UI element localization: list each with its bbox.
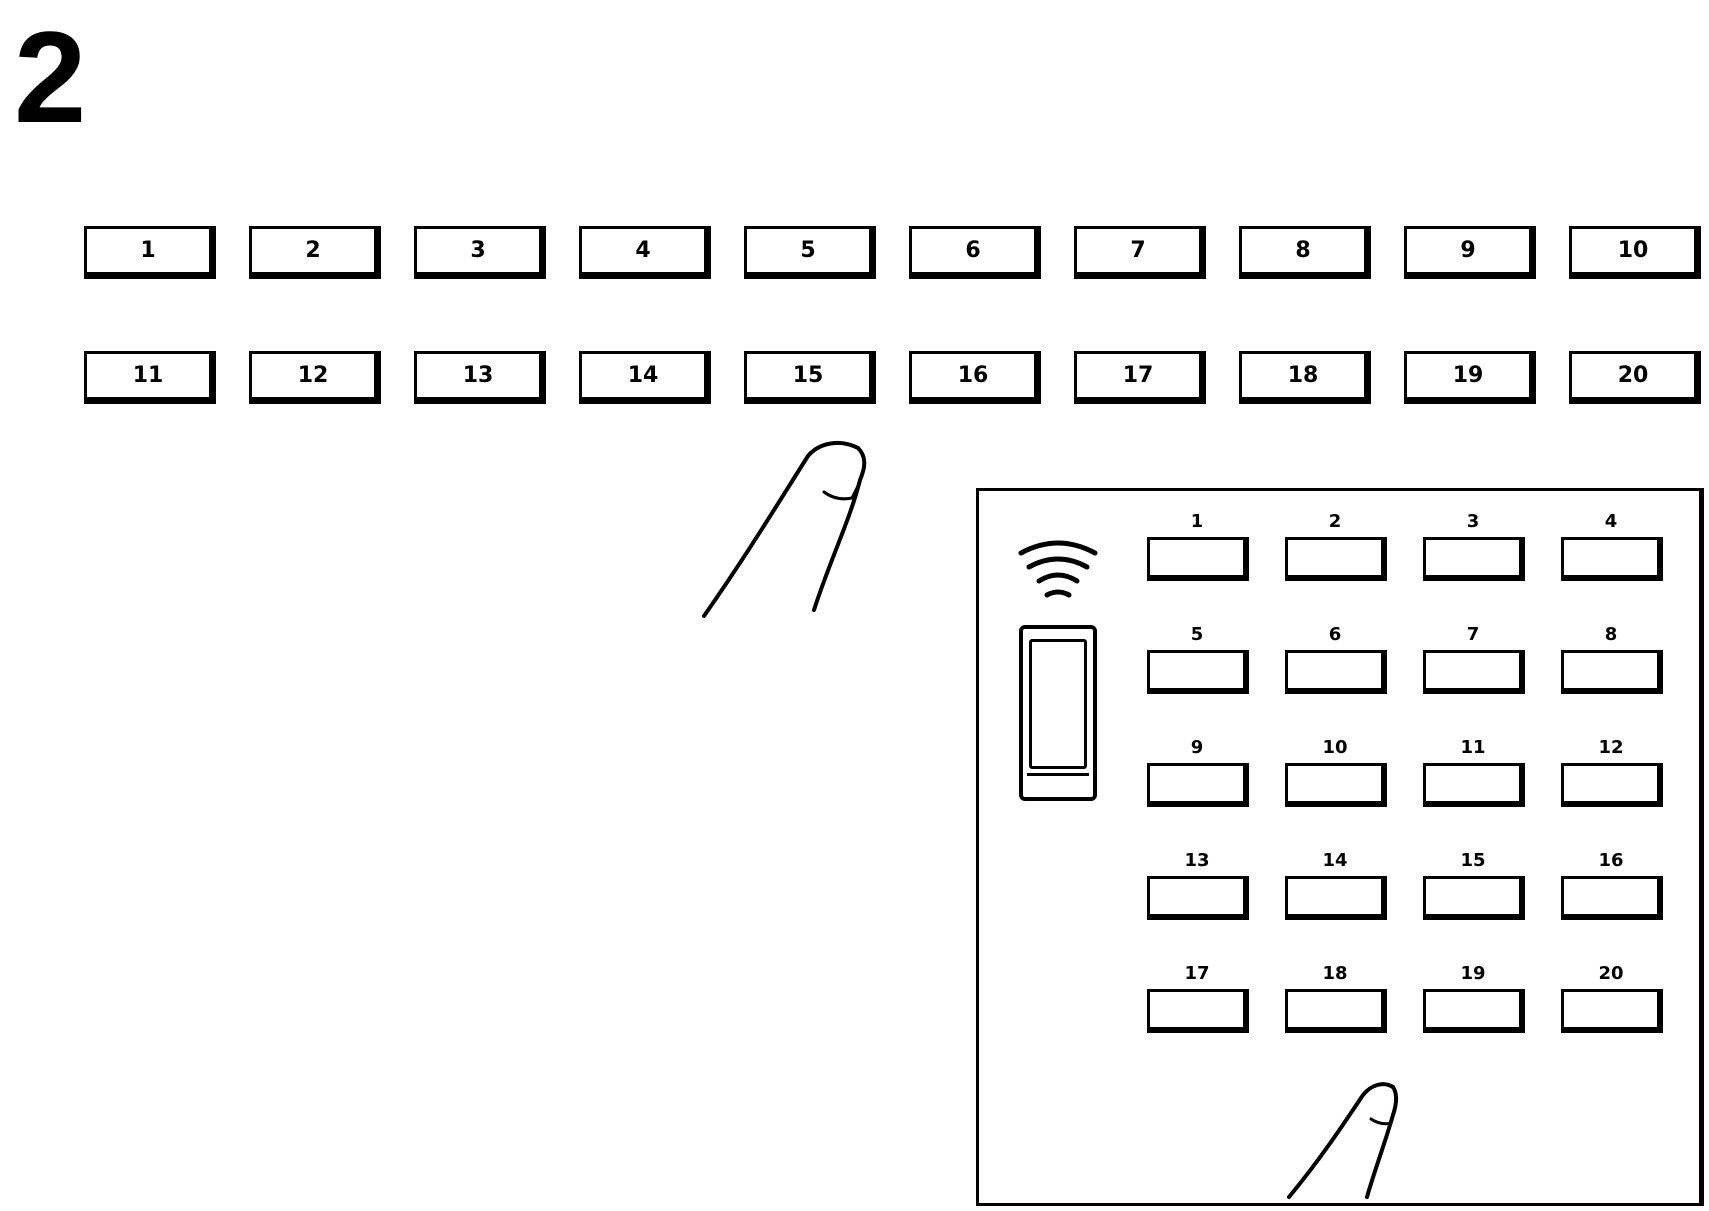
strip-button-13[interactable]: 13 xyxy=(414,351,546,404)
remote-key-5[interactable] xyxy=(1147,650,1249,694)
remote-key-label: 16 xyxy=(1561,850,1661,871)
remote-key-20[interactable] xyxy=(1561,989,1663,1033)
strip-button-2[interactable]: 2 xyxy=(249,226,381,279)
remote-key-label: 13 xyxy=(1147,850,1247,871)
remote-key-label: 6 xyxy=(1285,624,1385,645)
remote-key-label: 12 xyxy=(1561,737,1661,758)
remote-key-label: 19 xyxy=(1423,963,1523,984)
remote-key-label: 14 xyxy=(1285,850,1385,871)
strip-button-9[interactable]: 9 xyxy=(1404,226,1536,279)
remote-key-13[interactable] xyxy=(1147,876,1249,920)
remote-key-1[interactable] xyxy=(1147,537,1249,581)
strip-button-6[interactable]: 6 xyxy=(909,226,1041,279)
remote-key-2[interactable] xyxy=(1285,537,1387,581)
strip-button-11[interactable]: 11 xyxy=(84,351,216,404)
strip-button-4[interactable]: 4 xyxy=(579,226,711,279)
remote-key-7[interactable] xyxy=(1423,650,1525,694)
remote-key-14[interactable] xyxy=(1285,876,1387,920)
remote-key-label: 18 xyxy=(1285,963,1385,984)
remote-key-10[interactable] xyxy=(1285,763,1387,807)
strip-button-16[interactable]: 16 xyxy=(909,351,1041,404)
step-number: 2 xyxy=(14,12,84,142)
remote-key-18[interactable] xyxy=(1285,989,1387,1033)
signal-waves-icon xyxy=(1017,537,1099,607)
remote-key-11[interactable] xyxy=(1423,763,1525,807)
remote-key-label: 5 xyxy=(1147,624,1247,645)
strip-button-20[interactable]: 20 xyxy=(1569,351,1701,404)
strip-button-14[interactable]: 14 xyxy=(579,351,711,404)
remote-key-label: 17 xyxy=(1147,963,1247,984)
remote-key-15[interactable] xyxy=(1423,876,1525,920)
strip-button-3[interactable]: 3 xyxy=(414,226,546,279)
remote-key-label: 4 xyxy=(1561,511,1661,532)
remote-key-label: 9 xyxy=(1147,737,1247,758)
strip-button-8[interactable]: 8 xyxy=(1239,226,1371,279)
remote-key-16[interactable] xyxy=(1561,876,1663,920)
finger-icon xyxy=(1279,1081,1419,1206)
remote-key-label: 1 xyxy=(1147,511,1247,532)
strip-button-1[interactable]: 1 xyxy=(84,226,216,279)
remote-key-17[interactable] xyxy=(1147,989,1249,1033)
remote-key-3[interactable] xyxy=(1423,537,1525,581)
remote-key-label: 3 xyxy=(1423,511,1523,532)
remote-key-12[interactable] xyxy=(1561,763,1663,807)
strip-button-12[interactable]: 12 xyxy=(249,351,381,404)
remote-key-label: 2 xyxy=(1285,511,1385,532)
strip-button-5[interactable]: 5 xyxy=(744,226,876,279)
strip-button-19[interactable]: 19 xyxy=(1404,351,1536,404)
remote-key-label: 20 xyxy=(1561,963,1661,984)
strip-button-18[interactable]: 18 xyxy=(1239,351,1371,404)
remote-key-label: 8 xyxy=(1561,624,1661,645)
remote-key-label: 7 xyxy=(1423,624,1523,645)
finger-icon xyxy=(690,440,890,630)
ir-window xyxy=(1019,625,1097,801)
strip-button-15[interactable]: 15 xyxy=(744,351,876,404)
strip-button-7[interactable]: 7 xyxy=(1074,226,1206,279)
remote-key-19[interactable] xyxy=(1423,989,1525,1033)
strip-button-17[interactable]: 17 xyxy=(1074,351,1206,404)
remote-key-label: 10 xyxy=(1285,737,1385,758)
remote-key-6[interactable] xyxy=(1285,650,1387,694)
remote-key-8[interactable] xyxy=(1561,650,1663,694)
strip-button-10[interactable]: 10 xyxy=(1569,226,1701,279)
remote-key-label: 15 xyxy=(1423,850,1523,871)
remote-key-9[interactable] xyxy=(1147,763,1249,807)
remote-key-label: 11 xyxy=(1423,737,1523,758)
remote-key-4[interactable] xyxy=(1561,537,1663,581)
